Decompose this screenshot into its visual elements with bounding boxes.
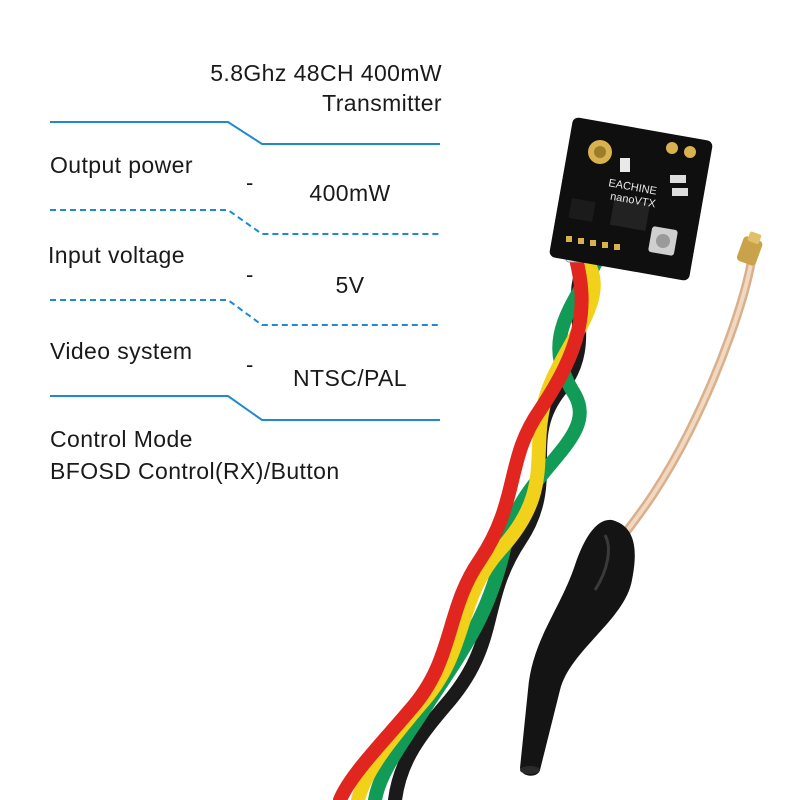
twisted-wire-harness	[333, 248, 607, 800]
antenna-coax	[615, 231, 763, 545]
spec-label-video-system: Video system	[50, 338, 193, 364]
divider-footer	[50, 395, 440, 421]
header-line-2: Transmitter	[322, 90, 442, 116]
header-line-1: 5.8Ghz 48CH 400mW	[210, 60, 442, 86]
spec-separator: -	[246, 352, 254, 377]
spec-label-output-power: Output power	[50, 152, 193, 178]
control-mode-label: Control Mode	[50, 426, 193, 452]
spec-value-video-system: NTSC/PAL	[293, 365, 407, 391]
spec-value-output-power: 400mW	[309, 180, 391, 206]
antenna-heatshrink	[520, 519, 635, 776]
vtx-pcb: EACHINE nanoVTX	[549, 117, 713, 281]
spec-separator: -	[246, 262, 254, 287]
spec-label-input-voltage: Input voltage	[48, 242, 185, 268]
spec-value-input-voltage: 5V	[335, 272, 365, 298]
spec-separator: -	[246, 170, 254, 195]
divider-header	[50, 121, 440, 145]
control-mode-value: BFOSD Control(RX)/Button	[50, 458, 340, 484]
